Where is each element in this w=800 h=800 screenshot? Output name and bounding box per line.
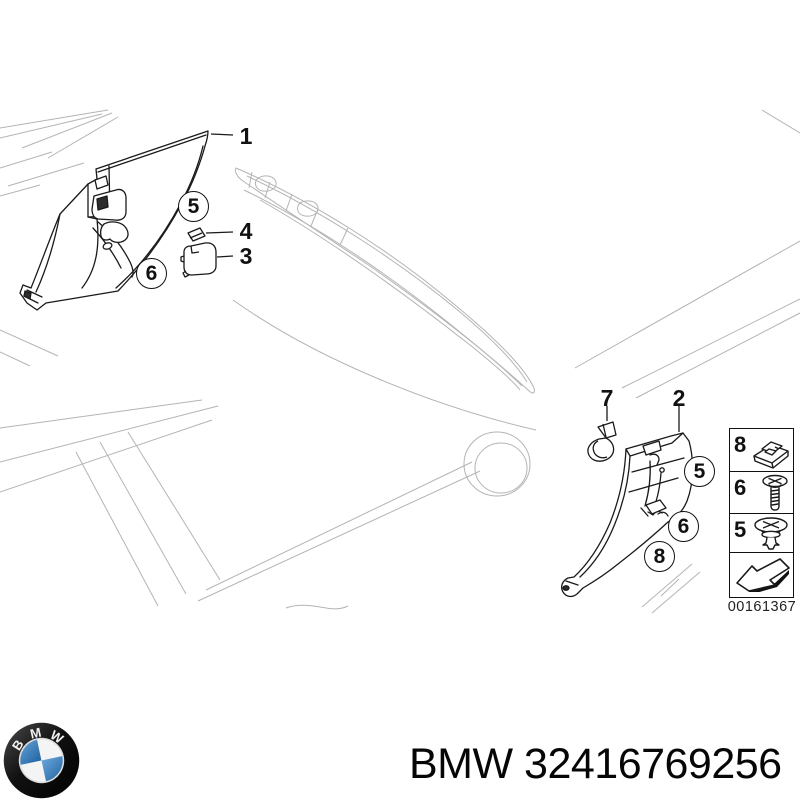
- leader-line-3: [216, 255, 234, 258]
- clip-icon: [753, 441, 789, 469]
- legend-number: 6: [734, 475, 747, 500]
- trim-panel-2-drawing: [561, 432, 694, 598]
- car-body-wireframe: [0, 109, 800, 614]
- clip-part-7-drawing: [587, 421, 617, 462]
- legend-row-direction: [730, 553, 793, 594]
- callout-2[interactable]: 2: [672, 384, 686, 411]
- callout-circle-5-right[interactable]: 5: [684, 456, 715, 487]
- cap-part-4-drawing: [187, 227, 206, 242]
- logo-letter-m: M: [29, 725, 43, 742]
- leader-line-1: [210, 133, 234, 136]
- callout-3[interactable]: 3: [239, 242, 253, 269]
- bmw-logo: B M W: [3, 722, 80, 799]
- legend-row-rivet: 5: [730, 514, 793, 553]
- legend-number: 5: [734, 517, 747, 542]
- callout-circle-6-right[interactable]: 6: [668, 511, 699, 542]
- diagram-image-number: 00161367: [727, 599, 797, 615]
- callout-circle-5-left[interactable]: 5: [178, 191, 209, 222]
- legend-number: 8: [734, 432, 747, 457]
- cap-part-3-drawing: [180, 242, 217, 278]
- callout-1[interactable]: 1: [239, 122, 253, 149]
- legend-row-clip: 8: [730, 429, 793, 472]
- callout-7[interactable]: 7: [600, 384, 614, 411]
- direction-arrow-icon: [736, 558, 790, 592]
- callout-circle-6-left[interactable]: 6: [136, 258, 167, 289]
- trim-panel-1-drawing: [19, 130, 209, 311]
- leader-line-4: [205, 231, 234, 234]
- part-number-title: BMW 32416769256: [409, 740, 782, 788]
- screw-icon: [762, 474, 788, 511]
- callout-circle-8-right[interactable]: 8: [644, 541, 675, 572]
- fastener-legend: 8 6 5: [729, 428, 794, 598]
- legend-row-screw: 6: [730, 472, 793, 514]
- callout-4[interactable]: 4: [239, 217, 253, 244]
- rivet-icon: [754, 517, 788, 550]
